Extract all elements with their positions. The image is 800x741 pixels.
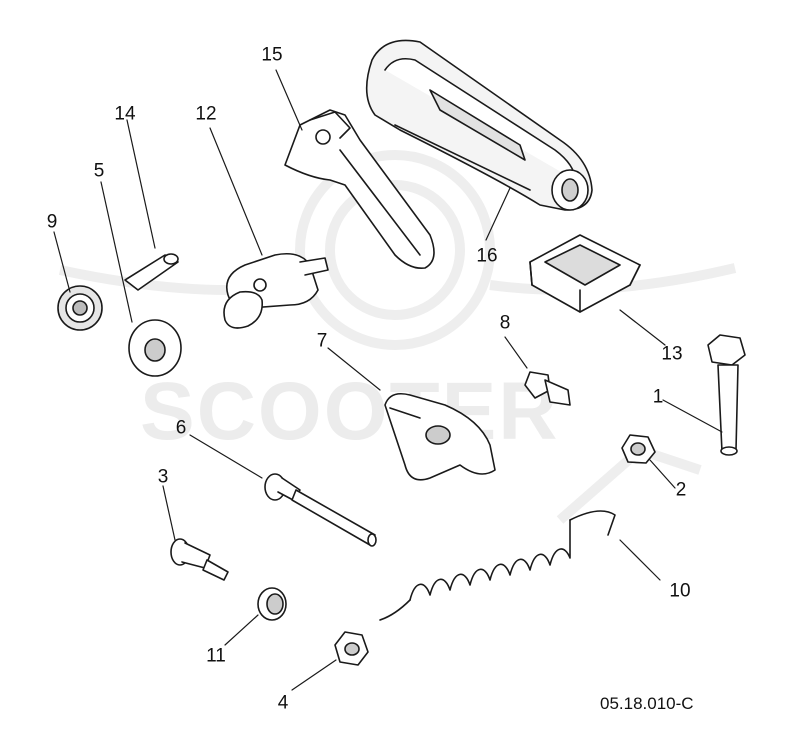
part-13-rubber-block: [529, 234, 641, 313]
callout-16: 16: [476, 245, 498, 267]
part-1-long-bolt: [707, 334, 746, 456]
part-2-nut: [621, 434, 656, 464]
part-15-brake-lever: [284, 109, 435, 270]
leader-lines: [53, 69, 723, 691]
callout-15: 15: [261, 44, 283, 66]
callout-13: 13: [661, 343, 683, 365]
callout-11: 11: [206, 645, 226, 667]
part-12-pivot-bracket: [223, 252, 329, 329]
callout-7: 7: [316, 330, 328, 352]
part-8-short-bolt: [524, 371, 571, 406]
callout-5: 5: [93, 160, 105, 182]
part-10-spring: [379, 510, 616, 621]
part-4-flange-nut: [334, 631, 369, 666]
part-9-serrated-nut: [57, 285, 103, 331]
part-14-pin: [124, 253, 179, 291]
part-3-shoulder-bolt: [170, 538, 229, 581]
callout-1: 1: [652, 386, 664, 408]
callout-6: 6: [175, 417, 187, 439]
part-6-shaft: [264, 473, 377, 547]
callout-3: 3: [157, 466, 169, 488]
callout-10: 10: [669, 580, 691, 602]
part-5-washer: [128, 319, 182, 377]
callout-8: 8: [499, 312, 511, 334]
callout-12: 12: [195, 103, 217, 125]
callout-9: 9: [46, 211, 58, 233]
callout-4: 4: [277, 692, 289, 714]
callout-2: 2: [675, 479, 687, 501]
part-16-handle-grip: [365, 39, 593, 211]
part-7-cam-lever: [384, 392, 496, 481]
drawing-code: 05.18.010-C: [600, 694, 694, 713]
callout-14: 14: [114, 103, 136, 125]
part-11-spacer: [257, 587, 287, 621]
